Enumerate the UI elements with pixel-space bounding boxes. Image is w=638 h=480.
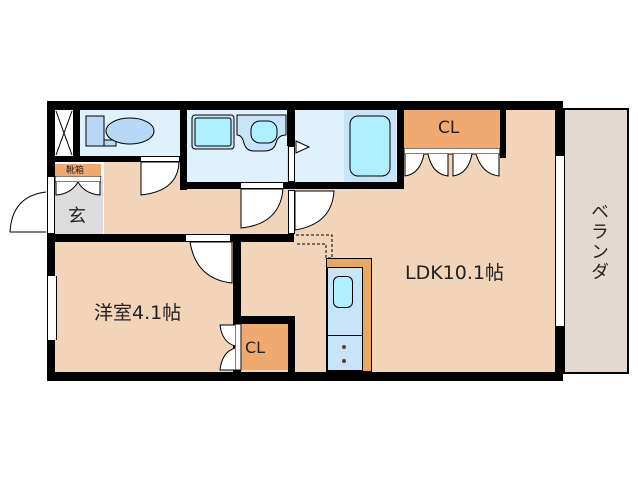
wall — [55, 156, 187, 162]
wall — [73, 110, 80, 160]
toilet-door-swing[interactable] — [140, 161, 180, 197]
shoe-box-door-swing[interactable] — [55, 176, 101, 196]
storage-box — [55, 110, 73, 156]
western-room-door-swing[interactable] — [188, 241, 234, 285]
closet-top: CL — [402, 110, 502, 148]
shoe-box: 靴箱 — [55, 164, 101, 176]
outer-wall-top — [47, 101, 563, 110]
burner-icon — [342, 345, 346, 349]
wall — [180, 110, 187, 190]
entrance-door-frame[interactable] — [47, 176, 55, 234]
wall — [287, 110, 295, 146]
wall — [237, 316, 295, 324]
wall — [288, 316, 295, 372]
entrance-label: 玄 — [68, 206, 86, 227]
refrigerator-space — [296, 234, 333, 259]
burner-icon — [342, 359, 346, 363]
closet-top-door-swing[interactable] — [404, 148, 502, 180]
closet-bottom-door-swing[interactable] — [216, 324, 242, 372]
outer-wall-bottom — [47, 372, 563, 381]
stove-divider — [327, 335, 363, 336]
wall — [397, 110, 404, 189]
wall — [500, 110, 506, 158]
bathroom-door-frame[interactable] — [288, 146, 295, 182]
ldk-window — [555, 156, 565, 326]
bathtub-icon — [344, 110, 396, 182]
sink-basin-icon — [333, 276, 353, 308]
shoe-box-label: 靴箱 — [66, 166, 85, 176]
washroom-door-swing[interactable] — [240, 188, 284, 230]
ldk-label: LDK10.1帖 — [405, 262, 504, 284]
toilet-icon — [85, 115, 155, 147]
western-room-window — [47, 276, 57, 340]
western-room-label: 洋室4.1帖 — [94, 302, 182, 324]
bathroom-door-indicator-icon — [295, 140, 311, 154]
veranda: ベランダ — [563, 108, 629, 374]
wall — [180, 182, 402, 189]
closet-bottom: CL — [242, 324, 288, 370]
closet-bottom-label: CL — [245, 338, 266, 357]
closet-top-label: CL — [438, 118, 460, 138]
ldk-door-swing[interactable] — [294, 190, 336, 232]
kitchen-counter — [326, 258, 372, 372]
washing-machine-icon — [191, 114, 287, 152]
wall — [47, 234, 294, 242]
veranda-label: ベランダ — [588, 202, 609, 282]
entrance-door-swing[interactable] — [8, 190, 48, 234]
wall — [233, 234, 241, 372]
